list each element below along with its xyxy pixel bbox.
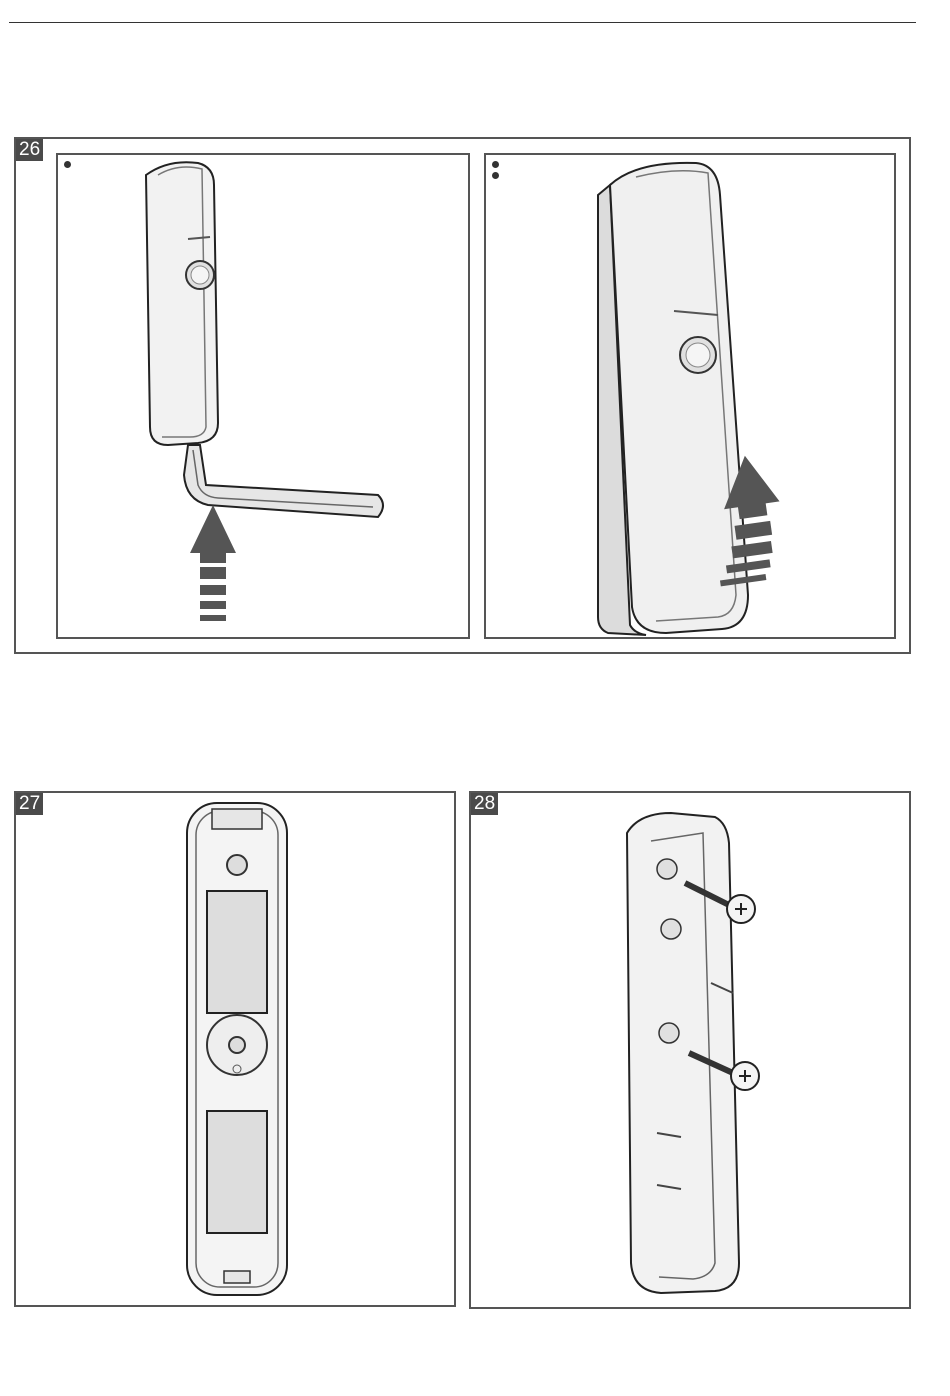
figure-27: 27 xyxy=(14,791,456,1307)
detector-with-bracket-illustration xyxy=(58,155,470,639)
base-mounting-screws-illustration xyxy=(471,793,913,1311)
figure-26: 26 xyxy=(14,137,911,654)
figure-28: 28 xyxy=(469,791,911,1309)
figure-number-badge: 26 xyxy=(16,139,43,161)
detector-cover-closing-illustration xyxy=(486,155,896,639)
up-arrow-icon xyxy=(190,505,236,621)
step-2-panel xyxy=(484,153,896,639)
step-1-panel xyxy=(56,153,470,639)
header-rule xyxy=(9,22,916,23)
detector-base-rear-illustration xyxy=(16,793,458,1309)
